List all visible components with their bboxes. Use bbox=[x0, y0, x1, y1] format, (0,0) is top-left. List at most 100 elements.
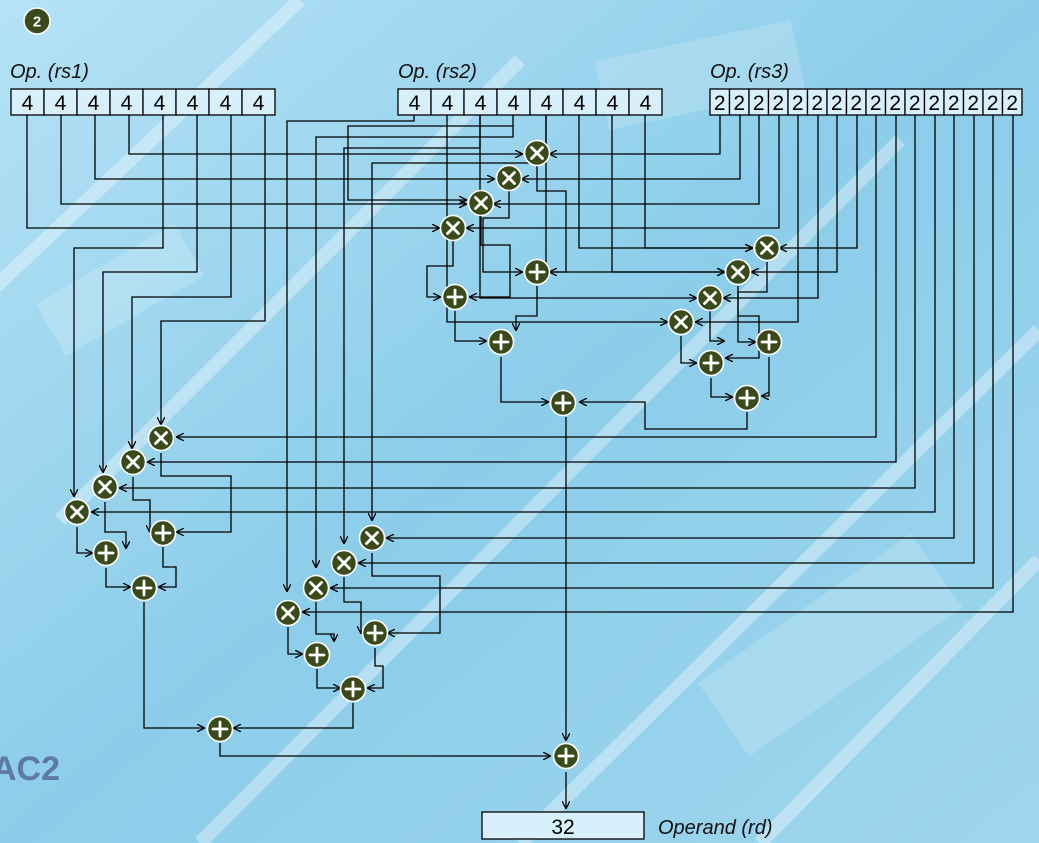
wire bbox=[133, 477, 150, 532]
rs3-cell-value: 2 bbox=[772, 92, 784, 115]
watermark-text: AC2 bbox=[0, 750, 60, 788]
rs3-cell: 2 bbox=[925, 89, 945, 115]
wire bbox=[710, 311, 724, 341]
rs1-cell: 4 bbox=[77, 89, 110, 115]
add-node-icon bbox=[363, 621, 388, 646]
rs3-cell: 2 bbox=[730, 89, 750, 115]
rs1-cell-value: 4 bbox=[22, 92, 34, 115]
rs2-cell-value: 4 bbox=[541, 92, 553, 115]
rs2-cell-value: 4 bbox=[442, 92, 454, 115]
wire bbox=[27, 115, 439, 228]
wire bbox=[537, 165, 566, 272]
multiply-node-icon bbox=[149, 426, 174, 451]
rs3-cell-value: 2 bbox=[948, 92, 960, 115]
rs3-label: Op. (rs3) bbox=[710, 61, 789, 83]
wire bbox=[144, 602, 204, 728]
wire bbox=[234, 703, 353, 728]
multiply-node-icon bbox=[360, 526, 385, 551]
rs2-cell: 4 bbox=[431, 89, 464, 115]
rs1-cell-value: 4 bbox=[187, 92, 199, 115]
multiply-node-icon bbox=[121, 450, 146, 475]
wire bbox=[359, 115, 974, 563]
rs1-label: Op. (rs1) bbox=[10, 61, 89, 83]
multiply-node-icon bbox=[65, 500, 90, 525]
rs3-cell-value: 2 bbox=[967, 92, 979, 115]
rs2-cell-value: 4 bbox=[607, 92, 619, 115]
step-badge-number: 2 bbox=[33, 14, 41, 31]
rs2-cell: 4 bbox=[530, 89, 563, 115]
rs3-cell-value: 2 bbox=[733, 92, 745, 115]
add-node-icon bbox=[132, 576, 157, 601]
wire bbox=[316, 602, 334, 641]
multiply-node-icon bbox=[441, 216, 466, 241]
rs3-cell-value: 2 bbox=[811, 92, 823, 115]
wire bbox=[372, 553, 440, 633]
add-node-icon bbox=[735, 386, 760, 411]
wire bbox=[681, 336, 696, 363]
rs2-cell-value: 4 bbox=[640, 92, 652, 115]
multiply-node-icon bbox=[304, 576, 329, 601]
rs1-cell: 4 bbox=[11, 89, 44, 115]
wire bbox=[331, 115, 993, 588]
multiply-node-icon bbox=[698, 286, 723, 311]
rs1-cell: 4 bbox=[143, 89, 176, 115]
wire bbox=[161, 115, 265, 424]
add-node-icon bbox=[489, 330, 514, 355]
wire bbox=[95, 115, 494, 179]
step-badge: 2 bbox=[24, 8, 50, 34]
rs2-cell-value: 4 bbox=[475, 92, 487, 115]
multiply-node-icon bbox=[497, 166, 522, 191]
rs3-cell: 2 bbox=[769, 89, 789, 115]
rs2-cell: 4 bbox=[563, 89, 596, 115]
wire bbox=[77, 527, 92, 553]
rs3-cell-value: 2 bbox=[850, 92, 862, 115]
wire bbox=[161, 453, 231, 532]
rs2-cell: 4 bbox=[398, 89, 431, 115]
rs3-cell: 2 bbox=[847, 89, 867, 115]
wire bbox=[522, 115, 740, 179]
rs2-cell: 4 bbox=[596, 89, 629, 115]
rs2-label: Op. (rs2) bbox=[398, 61, 477, 83]
rs2-cell-value: 4 bbox=[508, 92, 520, 115]
rs3-cell-value: 2 bbox=[1006, 92, 1018, 115]
rs2-cell-value: 4 bbox=[574, 92, 586, 115]
wire bbox=[368, 648, 383, 688]
rd-register: 32 bbox=[482, 812, 644, 839]
wire bbox=[317, 669, 340, 688]
add-node-icon bbox=[525, 260, 550, 285]
rs1-cell-value: 4 bbox=[88, 92, 100, 115]
wire bbox=[288, 627, 302, 654]
rs3-cell: 2 bbox=[749, 89, 769, 115]
wire bbox=[470, 215, 510, 297]
rs1-cell-value: 4 bbox=[220, 92, 232, 115]
wire bbox=[344, 577, 361, 633]
wiring bbox=[27, 115, 1013, 808]
rs3-cell: 2 bbox=[886, 89, 906, 115]
add-node-icon bbox=[151, 521, 176, 546]
rs3-cell: 2 bbox=[827, 89, 847, 115]
multiply-node-icon bbox=[93, 475, 118, 500]
rs3-cell: 2 bbox=[983, 89, 1003, 115]
add-node-icon bbox=[699, 351, 724, 376]
add-node-icon bbox=[757, 330, 782, 355]
rs1-cell-value: 4 bbox=[55, 92, 67, 115]
rs3-cell: 2 bbox=[905, 89, 925, 115]
rs1-cell: 4 bbox=[110, 89, 143, 115]
rs3-cell: 2 bbox=[788, 89, 808, 115]
wire bbox=[159, 547, 176, 587]
rd-label: Operand (rd) bbox=[658, 817, 773, 839]
rs3-cell: 2 bbox=[808, 89, 828, 115]
add-node-icon bbox=[551, 391, 576, 416]
rs3-cell-value: 2 bbox=[870, 92, 882, 115]
multiply-node-icon bbox=[669, 310, 694, 335]
wire bbox=[61, 115, 466, 204]
multiply-node-icon bbox=[755, 236, 780, 261]
wire bbox=[220, 743, 550, 756]
wire bbox=[148, 115, 896, 462]
add-node-icon bbox=[341, 677, 366, 702]
add-node-icon bbox=[94, 541, 119, 566]
multiply-node-icon bbox=[469, 191, 494, 216]
rd-register-value: 32 bbox=[551, 816, 574, 839]
rs3-cell-value: 2 bbox=[889, 92, 901, 115]
